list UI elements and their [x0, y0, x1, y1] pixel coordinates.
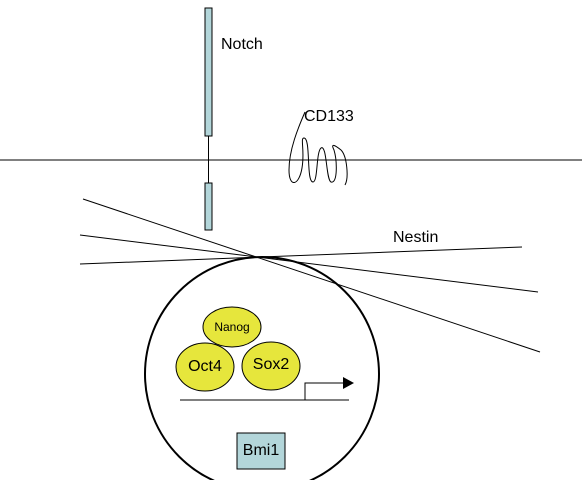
oct4-label: Oct4 — [188, 358, 222, 375]
nestin-filament-3 — [79, 246, 523, 265]
bmi1-label: Bmi1 — [242, 442, 280, 459]
arrow-head-icon — [343, 377, 354, 389]
notch-label: Notch — [221, 36, 263, 53]
oct4-ellipse — [175, 342, 235, 392]
cd133-transmembrane-loops — [288, 111, 348, 186]
nestin-filament-1 — [82, 198, 541, 353]
sox2-ellipse — [241, 341, 301, 391]
bmi1-box — [236, 432, 286, 470]
notch-intracellular-bar — [204, 182, 213, 231]
notch-extracellular-bar — [204, 7, 213, 137]
cd133-label: CD133 — [304, 108, 354, 125]
nanog-label: Nanog — [214, 320, 250, 334]
nanog-ellipse — [202, 306, 262, 348]
nucleus-outline — [144, 256, 380, 480]
nestin-label: Nestin — [393, 229, 439, 246]
transcription-start-arrow — [304, 382, 345, 400]
sox2-label: Sox2 — [252, 356, 290, 373]
nestin-filament-2 — [79, 234, 539, 293]
